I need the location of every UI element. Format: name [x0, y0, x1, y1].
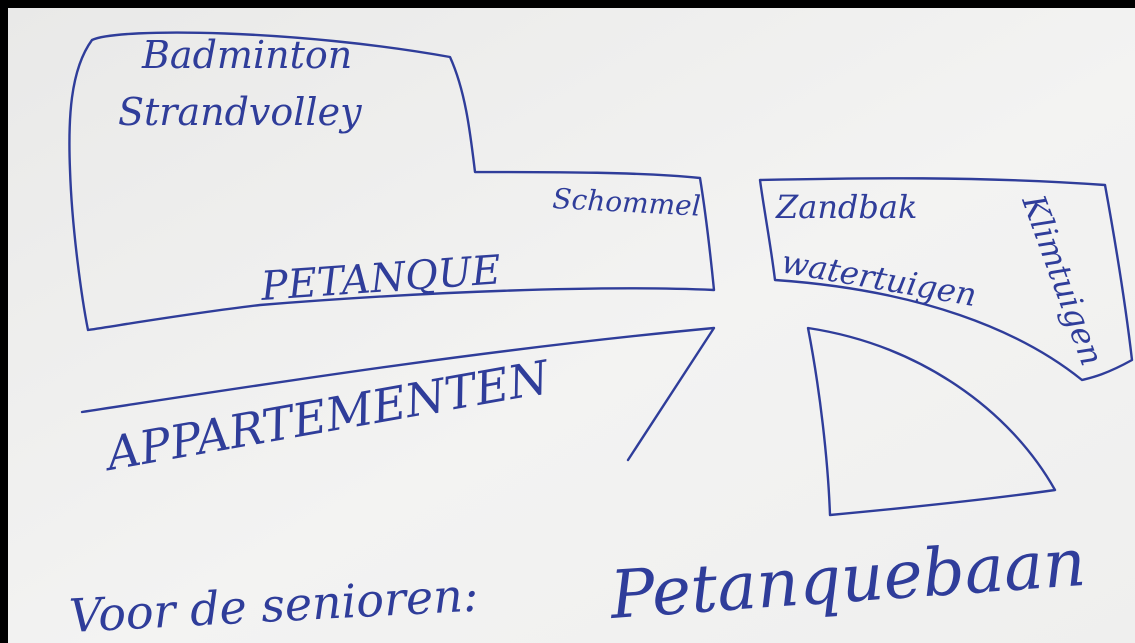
label-swing: Schommel [552, 182, 702, 223]
playground-zone-outline [758, 177, 1134, 382]
left-border [0, 0, 8, 643]
label-sandbox: Zandbak [775, 188, 917, 226]
top-border [0, 0, 1135, 8]
sports-zone-outline [68, 31, 716, 332]
apartments-boundary-line [80, 326, 716, 462]
label-beach-volleyball: Strandvolley [118, 90, 362, 134]
paper-background [8, 8, 1135, 643]
label-badminton: Badminton [141, 33, 352, 77]
petanque-court-outline [806, 326, 1057, 517]
